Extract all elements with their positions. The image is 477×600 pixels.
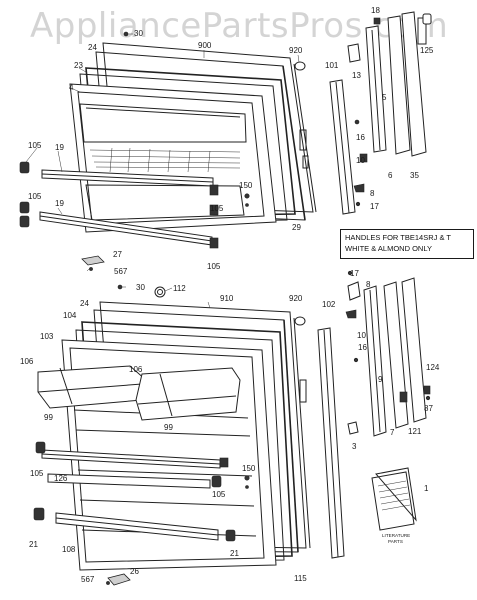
callout-24: 24: [88, 43, 97, 52]
leader-lines: [25, 33, 300, 309]
shelf-clip-105b: [19, 201, 30, 214]
callout-87: 87: [424, 404, 433, 413]
shelf-clip-105f: [211, 475, 222, 488]
callout-27: 27: [113, 250, 122, 259]
callout-112: 112: [173, 284, 186, 293]
callout-150: 150: [242, 464, 256, 473]
shelf-clip-105e: [35, 441, 46, 454]
callout-99: 99: [164, 423, 173, 432]
callout-104: 104: [63, 311, 77, 320]
literature-label-line2: PARTS: [388, 539, 403, 544]
callout-26: 26: [130, 567, 139, 576]
callout-16: 16: [356, 133, 365, 142]
callout-19: 19: [55, 199, 64, 208]
upper-bracket-13: [347, 43, 361, 63]
lower-bracket-8: [347, 281, 361, 301]
callout-16: 16: [358, 343, 367, 352]
callout-30: 30: [136, 283, 145, 292]
callout-18: 18: [371, 6, 380, 15]
callout-10: 10: [357, 331, 366, 340]
shelf-clip-105a: [19, 161, 30, 174]
callout-21: 21: [29, 540, 38, 549]
bracket-26: [107, 573, 131, 586]
callout-115: 115: [294, 574, 307, 583]
callout-17: 17: [350, 269, 359, 278]
callout-21: 21: [230, 549, 239, 558]
upper-liner-grille: [89, 147, 241, 173]
plug-112: [154, 286, 166, 298]
upper-handle-35: [401, 11, 427, 157]
lower-shelf-bar-108: [55, 512, 219, 541]
shelf-clip-21a: [33, 507, 45, 521]
lower-handle-7: [383, 281, 409, 429]
callout-126: 126: [54, 474, 68, 483]
callout-10: 10: [356, 156, 365, 165]
callout-124: 124: [426, 363, 440, 372]
callout-106: 106: [20, 357, 34, 366]
callout-19: 19: [55, 143, 64, 152]
callout-105: 105: [212, 490, 226, 499]
callout-30: 30: [134, 29, 143, 38]
lower-handle-parts: [345, 270, 431, 531]
callout-labels: 18 30 24 900 920 23 4 13 125 101 5 16 10…: [20, 6, 440, 584]
callout-105: 105: [28, 141, 42, 150]
lower-shelf-bar-1: [41, 449, 221, 469]
callout-105: 105: [207, 262, 221, 271]
callout-8: 8: [370, 189, 375, 198]
callout-567: 567: [114, 267, 128, 276]
callout-99: 99: [44, 413, 53, 422]
callout-9: 9: [378, 375, 383, 384]
callout-105: 105: [30, 469, 44, 478]
callout-150: 150: [239, 181, 253, 190]
callout-35: 35: [410, 171, 419, 180]
literature-label-line1: LITERATURE: [382, 533, 410, 538]
callout-13: 13: [352, 71, 361, 80]
callout-6: 6: [388, 171, 393, 180]
callout-121: 121: [408, 427, 422, 436]
upper-handle-parts: [347, 11, 432, 207]
callout-7: 7: [390, 428, 395, 437]
lower-shelf-bar-2: [47, 473, 211, 489]
callout-105: 105: [28, 192, 42, 201]
callout-24: 24: [80, 299, 89, 308]
upper-handle-6: [387, 15, 411, 155]
callout-125: 125: [420, 46, 434, 55]
callout-23: 23: [74, 61, 83, 70]
lower-handle-121: [401, 277, 427, 423]
callout-1: 1: [424, 484, 429, 493]
callout-17: 17: [370, 202, 379, 211]
handles-note-line2: WHITE & ALMOND ONLY: [345, 244, 432, 253]
dairy-cover-right: [135, 367, 241, 421]
shelf-clip-21b: [225, 529, 236, 542]
bracket-27: [81, 255, 105, 266]
callout-101: 101: [325, 61, 339, 70]
literature-booklet: [371, 467, 417, 531]
callout-5: 5: [382, 93, 387, 102]
lower-door-assembly: [33, 284, 345, 586]
shelf-clip-105c: [19, 215, 30, 228]
callout-920: 920: [289, 46, 303, 55]
callout-8: 8: [366, 280, 371, 289]
callout-105: 105: [210, 204, 224, 213]
callout-103: 103: [40, 332, 54, 341]
handles-note: HANDLES FOR TBE14SRJ & T WHITE & ALMOND …: [340, 229, 474, 259]
callout-900: 900: [198, 41, 212, 50]
upper-door-liner: [69, 83, 277, 233]
callout-3: 3: [352, 442, 357, 451]
callout-29: 29: [292, 223, 301, 232]
upper-door-assembly: [19, 31, 356, 271]
callout-4: 4: [69, 83, 74, 92]
callout-920: 920: [289, 294, 303, 303]
callout-910: 910: [220, 294, 234, 303]
callout-106: 106: [129, 365, 143, 374]
callout-102: 102: [322, 300, 336, 309]
callout-108: 108: [62, 545, 76, 554]
callout-567: 567: [81, 575, 95, 584]
handles-note-line1: HANDLES FOR TBE14SRJ & T: [345, 233, 452, 242]
lower-part-3: [347, 421, 359, 435]
